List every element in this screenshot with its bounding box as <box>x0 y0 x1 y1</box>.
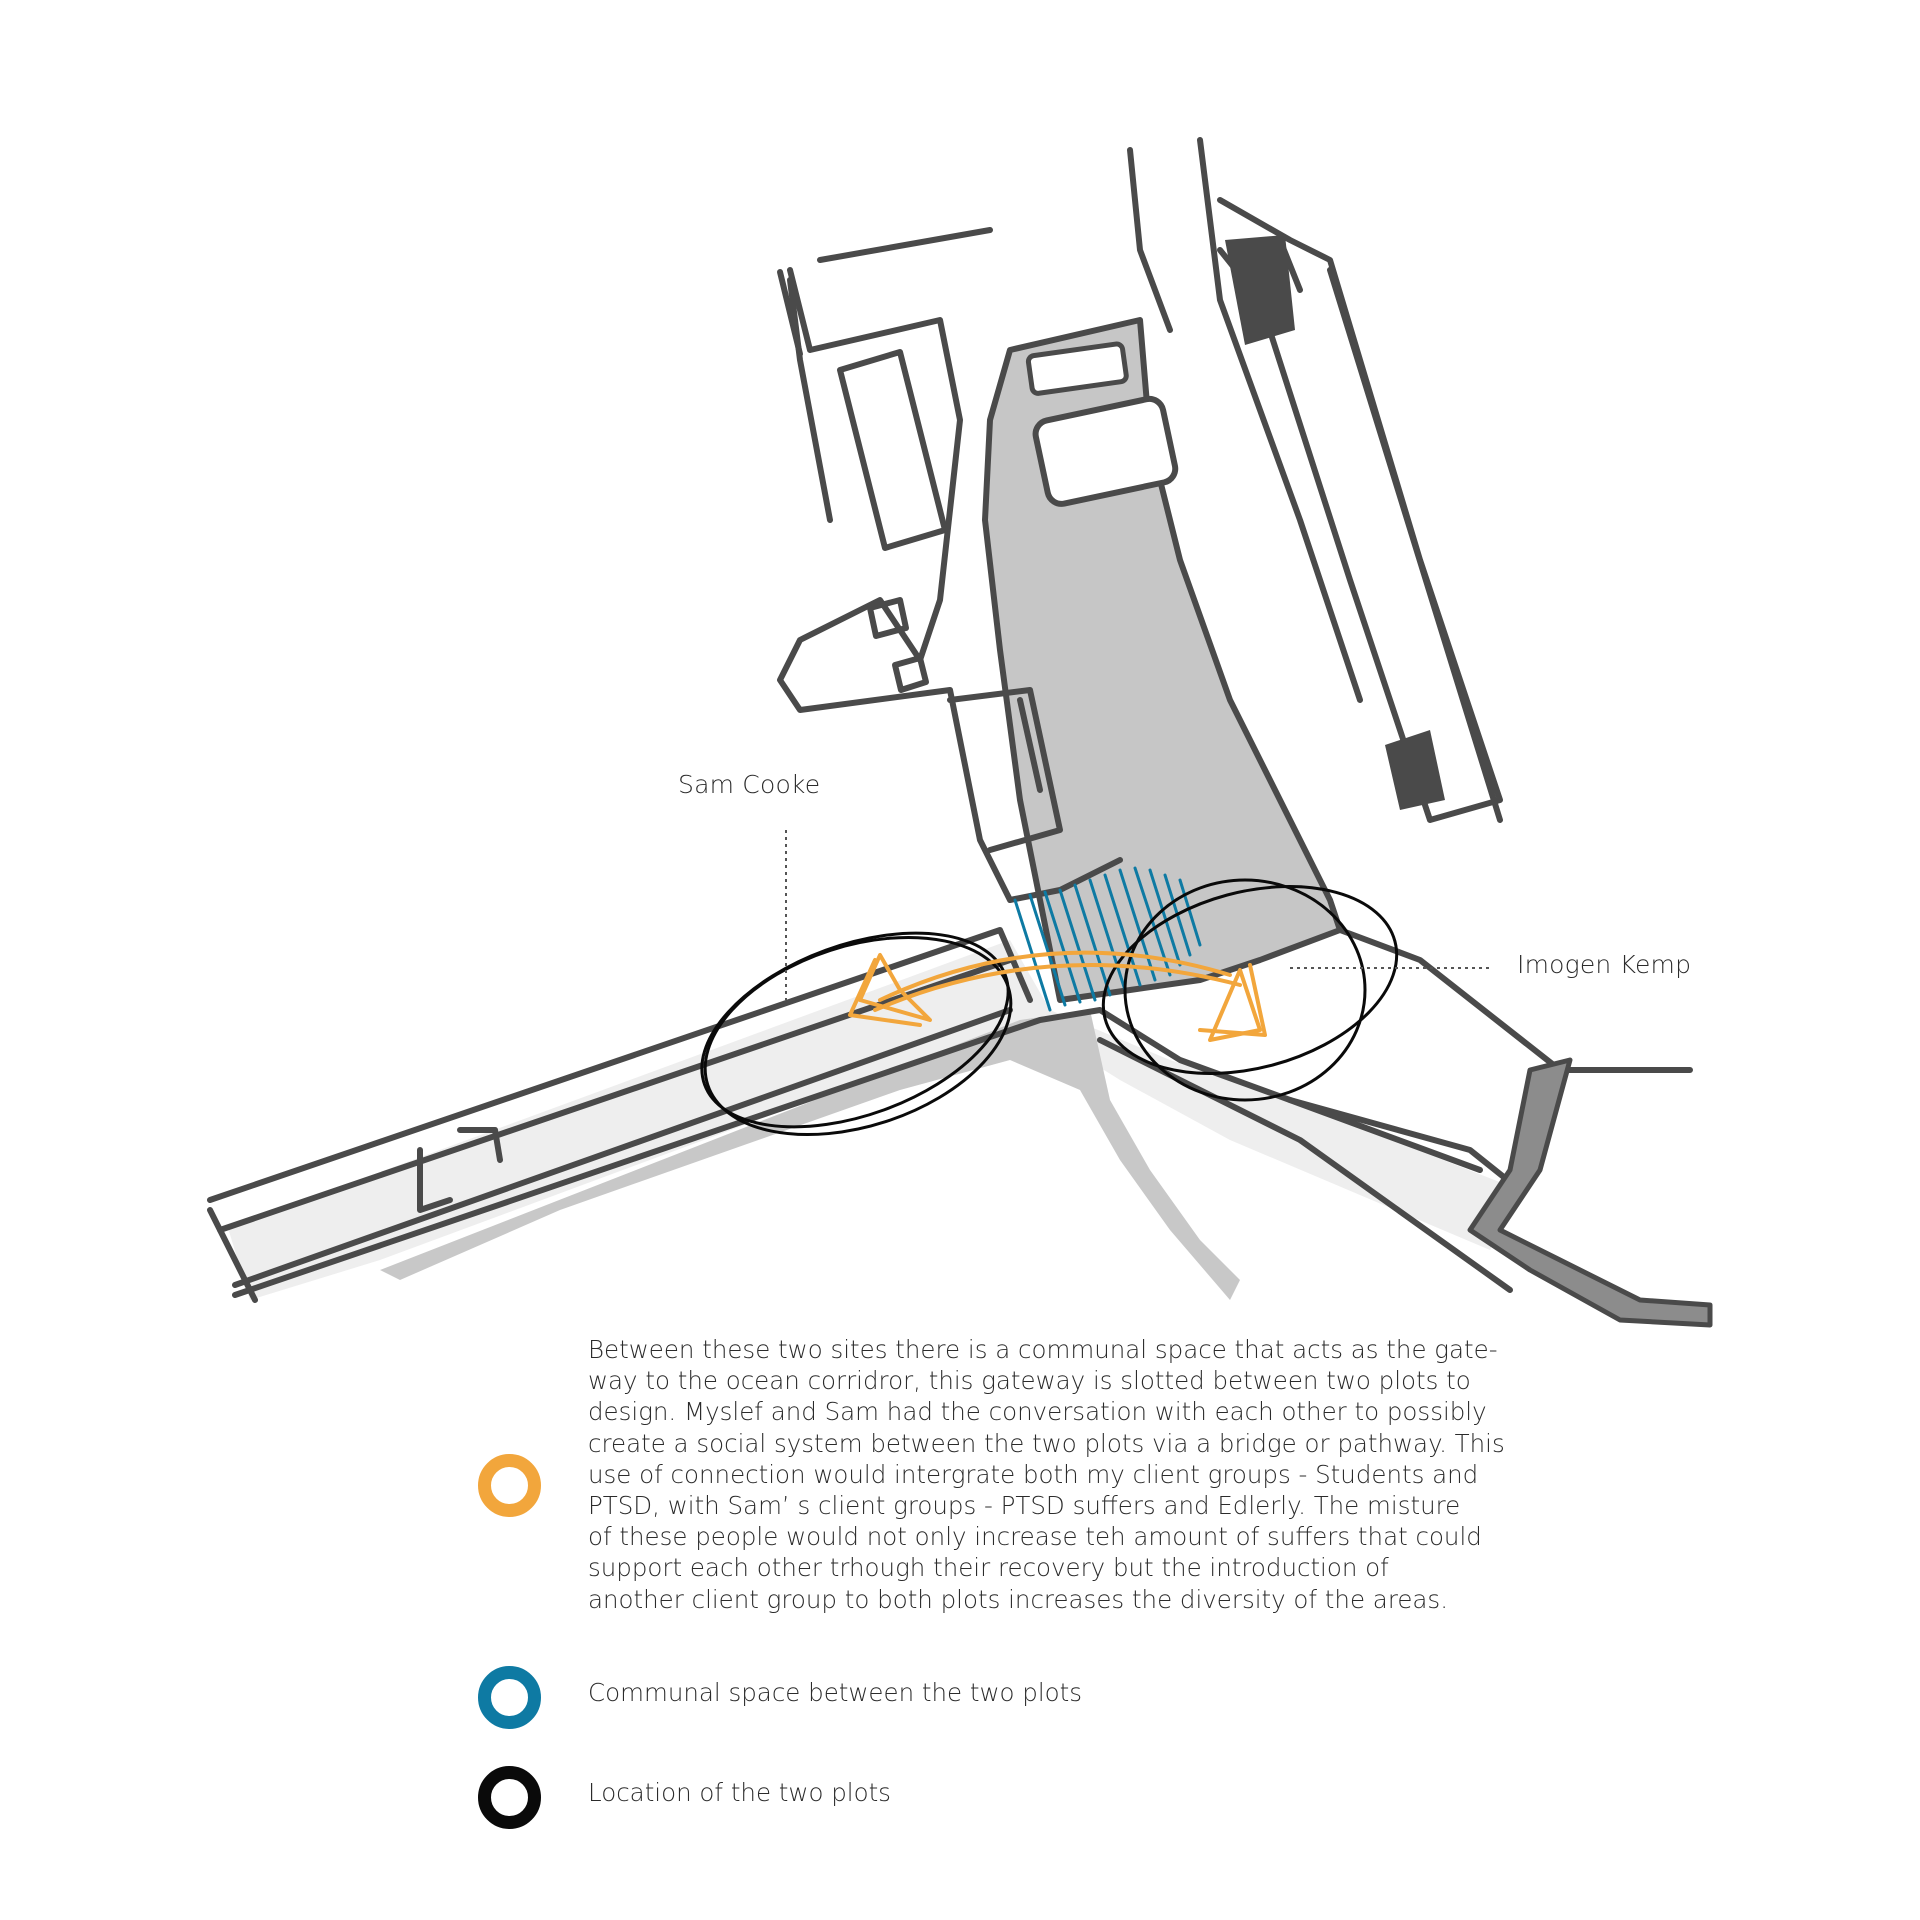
description-line: design. Myslef and Sam had the conversat… <box>588 1397 1487 1427</box>
plot-location-rings <box>700 878 1399 1137</box>
lower-road-band <box>228 940 1520 1300</box>
blue-ring-icon <box>478 1666 541 1729</box>
black-ring-icon <box>478 1766 541 1829</box>
left-plot-label: Sam Cooke <box>678 770 821 799</box>
description-line: support each other trhough their recover… <box>588 1553 1389 1583</box>
left-building <box>777 137 1363 903</box>
description-line: Between these two sites there is a commu… <box>588 1335 1498 1364</box>
right-building-dark-blocks <box>1225 235 1445 810</box>
right-plot-label: Imogen Kemp <box>1517 950 1692 979</box>
bridge-description: Between these two sites there is a commu… <box>588 1334 1505 1615</box>
description-line: use of connection would intergrate both … <box>588 1459 1479 1489</box>
plots-legend-label: Location of the two plots <box>588 1778 891 1807</box>
river-channel <box>1467 1057 1713 1328</box>
description-line: way to the ocean corridror, this gateway… <box>588 1366 1471 1396</box>
description-line: create a social system between the two p… <box>588 1428 1505 1458</box>
bridge-connection <box>848 950 1267 1042</box>
description-line: PTSD, with Sam’ s client groups - PTSD s… <box>588 1491 1461 1521</box>
communal-legend-label: Communal space between the two plots <box>588 1678 1083 1707</box>
central-road <box>982 317 1343 1003</box>
leader-lines <box>785 830 1490 1000</box>
description-line: of these people would not only increase … <box>588 1522 1482 1552</box>
orange-ring-icon <box>478 1454 541 1517</box>
description-line: another client group to both plots incre… <box>588 1584 1448 1614</box>
